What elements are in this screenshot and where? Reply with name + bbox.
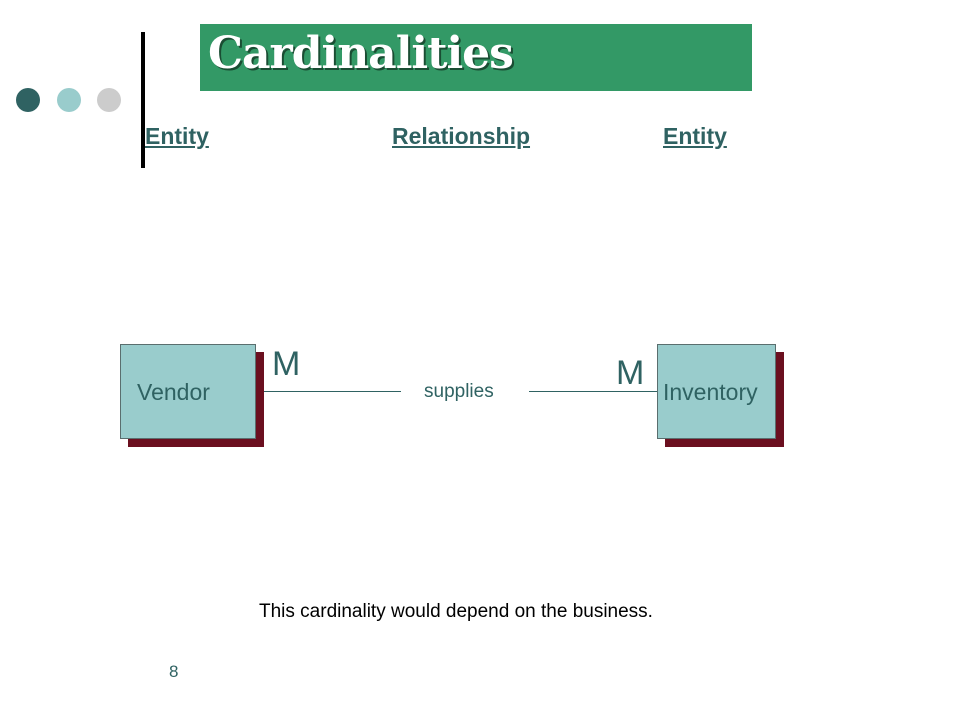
cardinality-right: M [616, 354, 645, 392]
relationship-label: supplies [424, 381, 494, 402]
decorative-dot-light [57, 88, 81, 112]
vertical-divider [141, 32, 145, 168]
caption-text: This cardinality would depend on the bus… [259, 601, 653, 622]
entity-box-vendor: Vendor [120, 344, 256, 439]
decorative-dot-dark [16, 88, 40, 112]
header-entity-left[interactable]: Entity [145, 123, 209, 149]
decorative-dot-gray [97, 88, 121, 112]
page-number: 8 [169, 662, 179, 681]
entity-label-inventory: Inventory [663, 379, 758, 405]
title-banner: Cardinalities [200, 24, 752, 91]
slide-title: Cardinalities [208, 28, 514, 79]
entity-box-inventory: Inventory [657, 344, 776, 439]
relationship-line-right [529, 391, 657, 392]
entity-label-vendor: Vendor [137, 379, 210, 405]
header-entity-right[interactable]: Entity [663, 123, 727, 149]
header-relationship[interactable]: Relationship [392, 123, 531, 149]
relationship-line-left [264, 391, 401, 392]
cardinality-left: M [272, 345, 301, 383]
